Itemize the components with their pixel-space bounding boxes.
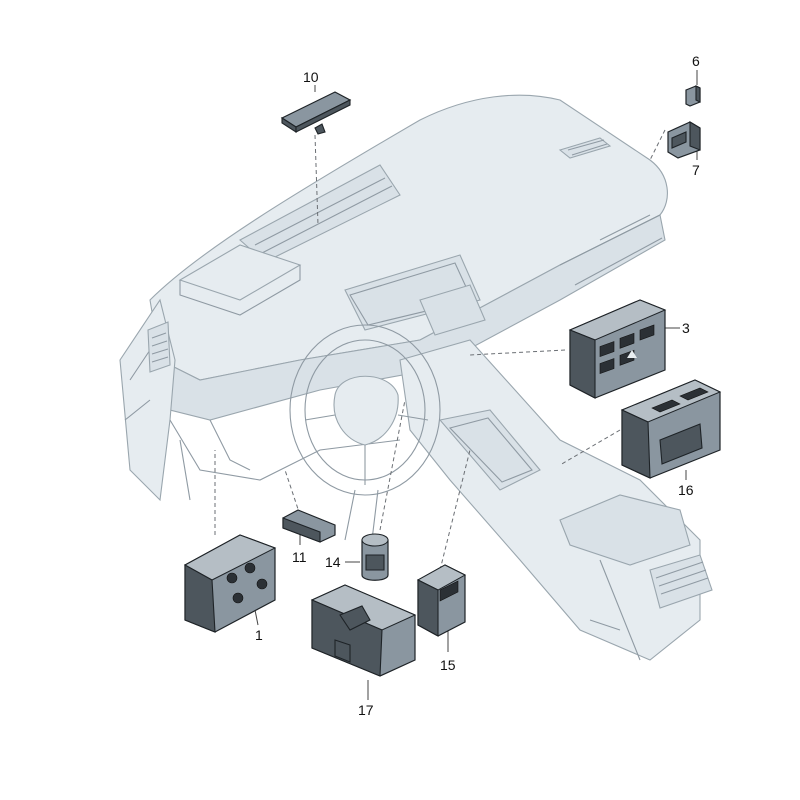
- part-3-switch-panel[interactable]: [568, 299, 667, 399]
- part-17-gear-selector[interactable]: [310, 584, 417, 677]
- callout-11: 11: [292, 549, 307, 565]
- callout-7: 7: [692, 162, 700, 178]
- part-7-switch[interactable]: [667, 121, 701, 159]
- part-16-switch-module[interactable]: [620, 379, 722, 479]
- part-14-start-button[interactable]: [361, 533, 389, 581]
- part-11-sensor[interactable]: [282, 509, 336, 543]
- part-1-light-switch[interactable]: [183, 534, 277, 633]
- callout-1: 1: [255, 627, 263, 643]
- callout-10: 10: [303, 69, 319, 85]
- part-15-switch-module[interactable]: [416, 564, 467, 637]
- leader-lines: [214, 70, 698, 700]
- part-6-connector[interactable]: [685, 85, 701, 107]
- callout-16: 16: [678, 482, 694, 498]
- callout-17: 17: [358, 702, 374, 718]
- part-10-hud-panel[interactable]: [280, 91, 352, 135]
- callout-14: 14: [325, 554, 341, 570]
- callout-3: 3: [682, 320, 690, 336]
- callout-labels: 10 6 7 3 16 1 11 14 15 17: [255, 53, 700, 718]
- dashboard-illustration: [119, 94, 713, 661]
- callout-15: 15: [440, 657, 456, 673]
- callout-6: 6: [692, 53, 700, 69]
